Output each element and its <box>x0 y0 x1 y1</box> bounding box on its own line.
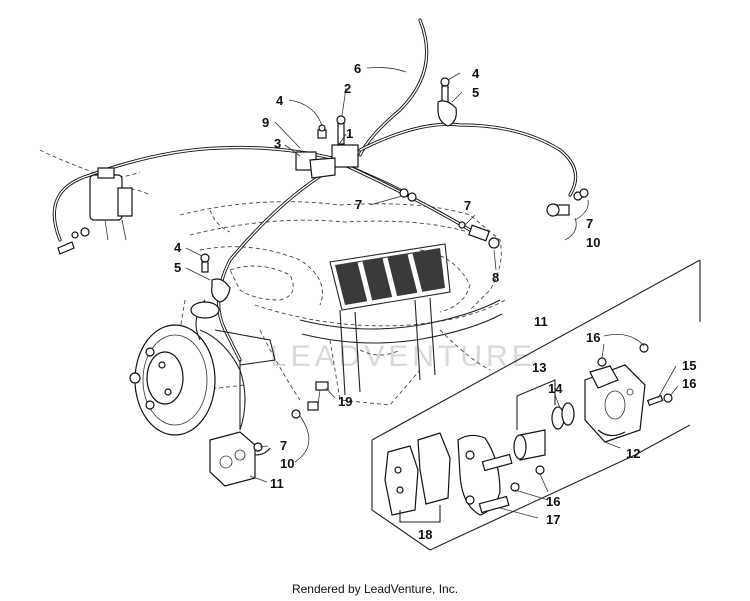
callout-1: 1 <box>346 126 353 141</box>
footer-credit: Rendered by LeadVenture, Inc. <box>291 582 459 596</box>
callout-11: 11 <box>534 314 548 329</box>
master-cylinder <box>39 149 151 255</box>
front-grille <box>329 243 451 311</box>
hose-clamp-upper <box>437 77 457 127</box>
banjo-bolt-right <box>546 188 589 217</box>
callout-10: 10 <box>586 235 600 250</box>
callout-7: 7 <box>586 216 593 231</box>
callout-10: 10 <box>280 456 294 471</box>
callout-7: 7 <box>464 198 471 213</box>
callout-16: 16 <box>586 330 600 345</box>
callout-13: 13 <box>532 360 546 375</box>
callout-12: 12 <box>626 446 640 461</box>
hose-junction-block <box>295 115 359 179</box>
callout-3: 3 <box>274 136 281 151</box>
hose-clamp-left <box>200 253 231 303</box>
callout-9: 9 <box>262 115 269 130</box>
caliper-exploded-view <box>371 259 701 551</box>
callout-4: 4 <box>472 66 480 81</box>
callout-17: 17 <box>546 512 560 527</box>
callout-4: 4 <box>276 93 284 108</box>
vehicle-frame-outline <box>174 201 506 406</box>
left-caliper <box>209 360 271 487</box>
callout-19: 19 <box>338 394 352 409</box>
callout-16: 16 <box>682 376 696 391</box>
callout-labels: 6 4 2 4 5 4 9 1 3 7 7 7 10 4 5 8 11 16 1… <box>174 61 696 542</box>
front-bumper <box>299 297 503 396</box>
watermark: LEADVENTURE <box>270 340 536 373</box>
callout-18: 18 <box>418 527 432 542</box>
callout-2: 2 <box>344 81 351 96</box>
wheel-hub-rotor <box>129 299 276 436</box>
hose-fitting-8 <box>458 221 500 249</box>
callout-14: 14 <box>548 381 563 396</box>
washers-center <box>399 188 417 202</box>
caliper-bolts-left <box>253 381 329 452</box>
callout-16: 16 <box>546 494 560 509</box>
callout-5: 5 <box>174 260 181 275</box>
leader-lines <box>185 67 679 519</box>
callout-5: 5 <box>472 85 479 100</box>
callout-7: 7 <box>280 438 287 453</box>
callout-11: 11 <box>270 476 284 491</box>
callout-7: 7 <box>355 197 362 212</box>
callout-8: 8 <box>492 270 499 285</box>
callout-4: 4 <box>174 240 182 255</box>
callout-15: 15 <box>682 358 696 373</box>
callout-6: 6 <box>354 61 361 76</box>
